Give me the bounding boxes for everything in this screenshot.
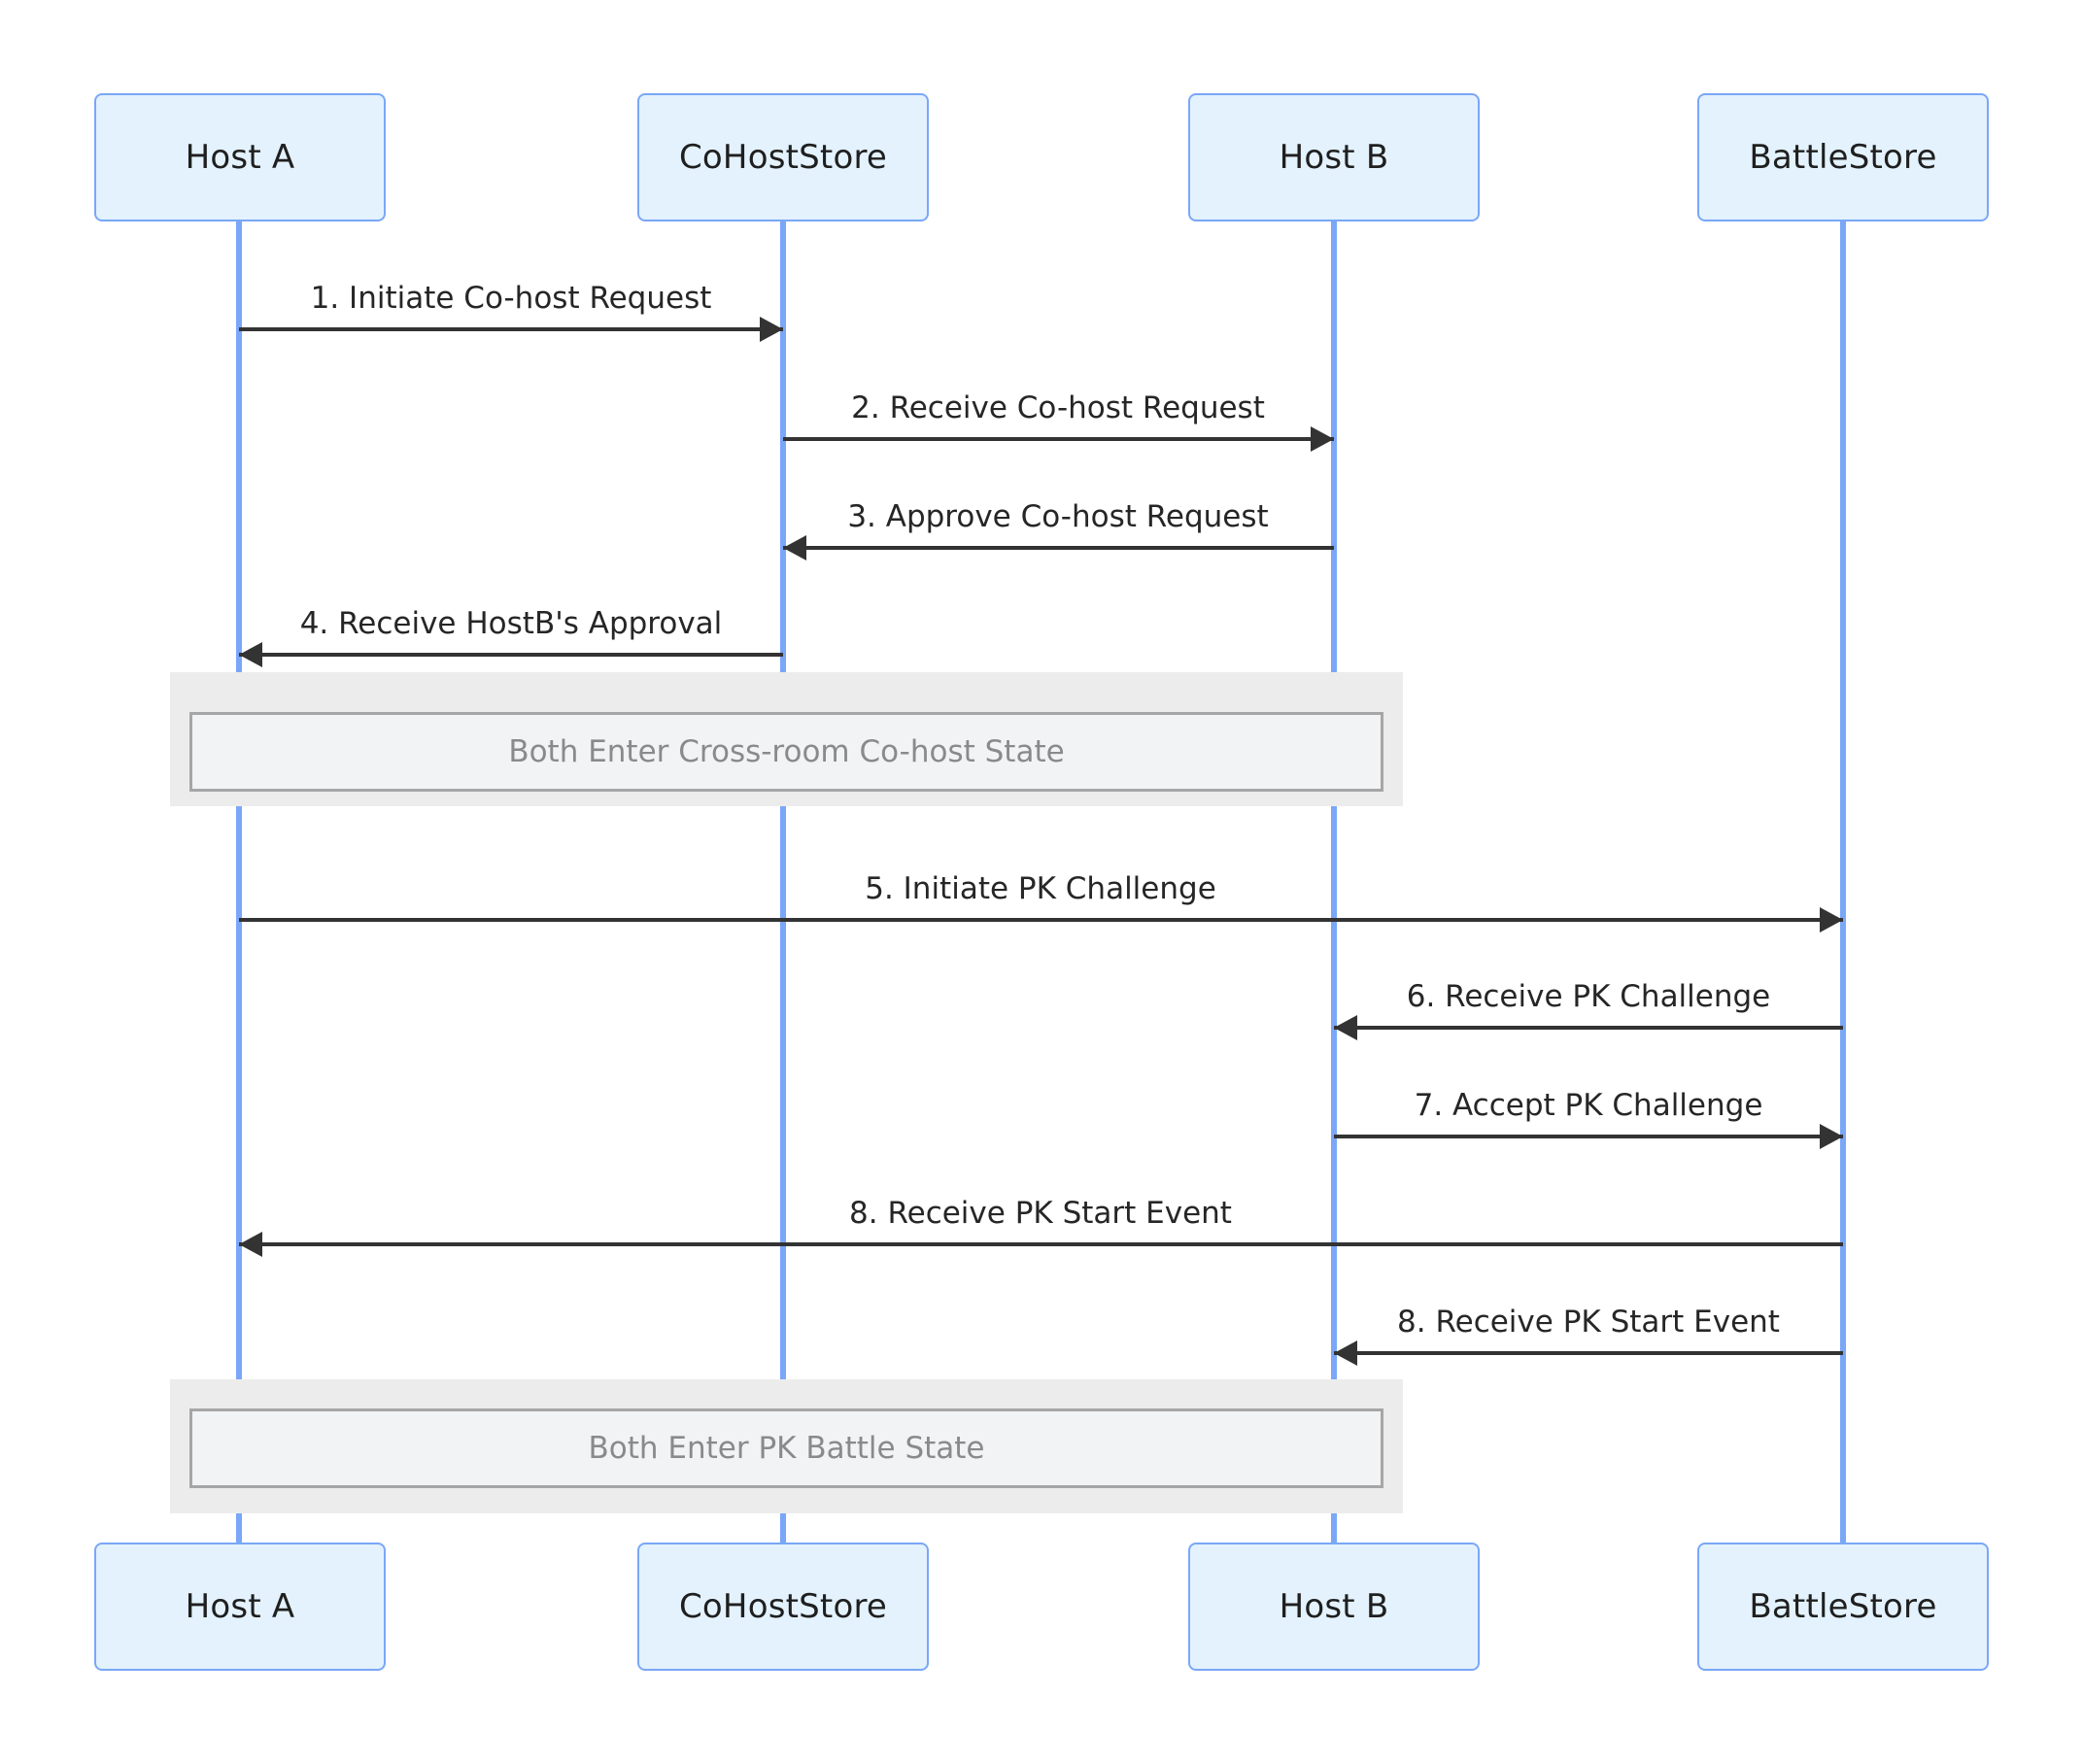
message-label: 4. Receive HostB's Approval — [299, 606, 723, 641]
message-label: 5. Initiate PK Challenge — [865, 871, 1216, 906]
lifeline-coHostStore — [780, 221, 786, 1543]
arrowhead-left-icon — [783, 535, 806, 560]
arrowhead-right-icon — [760, 317, 783, 342]
arrowhead-right-icon — [1820, 1124, 1843, 1149]
note-box: Both Enter PK Battle State — [189, 1408, 1383, 1488]
participant-footer-hostB[interactable]: Host B — [1188, 1543, 1480, 1671]
message-label: 3. Approve Co-host Request — [847, 499, 1269, 534]
message-label: 2. Receive Co-host Request — [851, 390, 1265, 425]
message-line — [1334, 1026, 1843, 1030]
message-line — [239, 327, 783, 331]
participant-footer-hostA[interactable]: Host A — [94, 1543, 386, 1671]
message-line — [239, 653, 783, 657]
participant-header-coHostStore[interactable]: CoHostStore — [637, 93, 929, 221]
message-line — [239, 918, 1843, 922]
participant-header-hostA[interactable]: Host A — [94, 93, 386, 221]
message-label: 6. Receive PK Challenge — [1406, 979, 1771, 1014]
arrowhead-right-icon — [1820, 907, 1843, 933]
participant-header-battleStore[interactable]: BattleStore — [1697, 93, 1989, 221]
participant-footer-battleStore[interactable]: BattleStore — [1697, 1543, 1989, 1671]
arrowhead-right-icon — [1311, 426, 1334, 452]
arrowhead-left-icon — [1334, 1340, 1357, 1366]
arrowhead-left-icon — [239, 642, 262, 667]
message-line — [239, 1242, 1843, 1246]
arrowhead-left-icon — [239, 1232, 262, 1257]
message-line — [783, 437, 1334, 441]
lifeline-hostA — [236, 221, 242, 1543]
message-line — [1334, 1135, 1843, 1138]
participant-header-hostB[interactable]: Host B — [1188, 93, 1480, 221]
lifeline-battleStore — [1840, 221, 1846, 1543]
note-box: Both Enter Cross-room Co-host State — [189, 712, 1383, 792]
message-line — [1334, 1351, 1843, 1355]
message-label: 8. Receive PK Start Event — [1397, 1305, 1780, 1340]
arrowhead-left-icon — [1334, 1015, 1357, 1040]
message-label: 1. Initiate Co-host Request — [310, 281, 712, 316]
participant-footer-coHostStore[interactable]: CoHostStore — [637, 1543, 929, 1671]
lifeline-hostB — [1331, 221, 1337, 1543]
message-label: 7. Accept PK Challenge — [1414, 1088, 1763, 1123]
message-line — [783, 546, 1334, 550]
message-label: 8. Receive PK Start Event — [849, 1196, 1232, 1231]
